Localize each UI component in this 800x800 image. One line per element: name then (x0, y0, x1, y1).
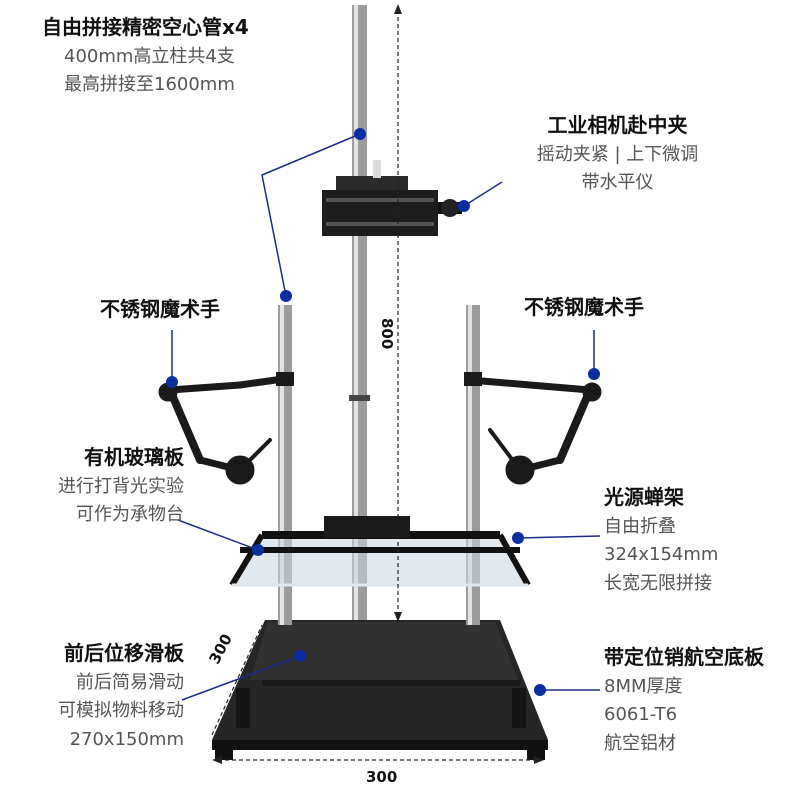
callout-camera-clamp-line-2: 带水平仪 (581, 172, 654, 194)
callout-slide-plate-line-2: 可模拟物料移动 (58, 700, 184, 722)
callout-slide-plate-line-1: 前后简易滑动 (76, 672, 184, 693)
slide-plate (236, 622, 526, 728)
callout-magic-arm-left-title: 不锈钢魔术手 (100, 297, 220, 321)
callout-slide-plate-title: 前后位移滑板 (64, 641, 184, 665)
callout-acrylic-line-2: 可作为承物台 (76, 504, 184, 526)
leader-dot-tubes-2 (280, 290, 292, 302)
leader-line-acrylic (177, 519, 259, 551)
callout-acrylic-title: 有机玻璃板 (84, 445, 184, 469)
callout-base-plate-line-2: 6061-T6 (604, 704, 678, 726)
leader-dot-magic-arm-left-1 (166, 376, 178, 388)
callout-leaders (166, 128, 601, 701)
dimension-lines (211, 10, 538, 761)
callout-base-plate-line-3: 航空铝材 (604, 732, 676, 754)
callout-tubes: 自由拼接精密空心管x4 400mm高立柱共4支 最高拼接至1600mm (42, 14, 249, 98)
dimension-width-label: 300 (366, 768, 398, 786)
dimension-height-label: 800 (378, 318, 396, 350)
callout-tubes-title: 自由拼接精密空心管x4 (42, 15, 249, 39)
callout-light-frame-line-2: 324x154mm (604, 544, 719, 566)
callout-camera-clamp-line-1: 摇动夹紧 | 上下微调 (536, 144, 699, 165)
callout-magic-arm-right-title: 不锈钢魔术手 (524, 295, 644, 319)
leader-line-light-frame (517, 535, 601, 539)
leader-line-slide-plate (181, 655, 301, 701)
callout-slide-plate: 前后位移滑板 前后简易滑动 可模拟物料移动 270x150mm (2, 640, 184, 752)
leader-line-camera-clamp (463, 181, 503, 207)
callout-tubes-line-2: 最高拼接至1600mm (64, 74, 235, 96)
callout-slide-plate-line-3: 270x150mm (69, 728, 184, 750)
magic-arm-right (466, 376, 602, 485)
leader-dot-magic-arm-right-1 (588, 368, 600, 380)
leader-dot-tubes-1 (354, 128, 366, 140)
callout-light-frame-title: 光源蝉架 (604, 485, 684, 509)
leader-dot-slide-plate-1 (294, 650, 306, 662)
callout-acrylic-line-1: 进行打背光实验 (58, 476, 184, 497)
callout-base-plate-title: 带定位销航空底板 (604, 645, 764, 669)
leader-dot-base-plate-1 (534, 684, 546, 696)
callout-camera-clamp-title: 工业相机赴中夹 (547, 113, 688, 137)
callout-light-frame: 光源蝉架 自由折叠 324x154mm 长宽无限拼接 (604, 484, 718, 596)
callout-camera-clamp: 工业相机赴中夹 摇动夹紧 | 上下微调 带水平仪 (510, 112, 725, 196)
callout-tubes-line-1: 400mm高立柱共4支 (64, 46, 235, 67)
light-frame (229, 516, 531, 587)
leader-dot-acrylic-1 (252, 544, 264, 556)
callout-light-frame-line-3: 长宽无限拼接 (604, 572, 712, 594)
callout-base-plate: 带定位销航空底板 8MM厚度 6061-T6 航空铝材 (604, 644, 764, 756)
magic-arm-left (158, 374, 294, 485)
camera-clamp (322, 160, 462, 236)
callout-magic-arm-left: 不锈钢魔术手 (100, 296, 220, 323)
callout-light-frame-line-1: 自由折叠 (604, 516, 676, 537)
leader-dot-camera-clamp-1 (458, 200, 470, 212)
callout-acrylic: 有机玻璃板 进行打背光实验 可作为承物台 (2, 444, 184, 528)
dimension-arrowheads (212, 4, 544, 764)
leader-dot-light-frame-1 (512, 532, 524, 544)
callout-magic-arm-right: 不锈钢魔术手 (524, 294, 644, 321)
callout-base-plate-line-1: 8MM厚度 (604, 676, 683, 697)
leader-line-tubes (261, 133, 361, 297)
